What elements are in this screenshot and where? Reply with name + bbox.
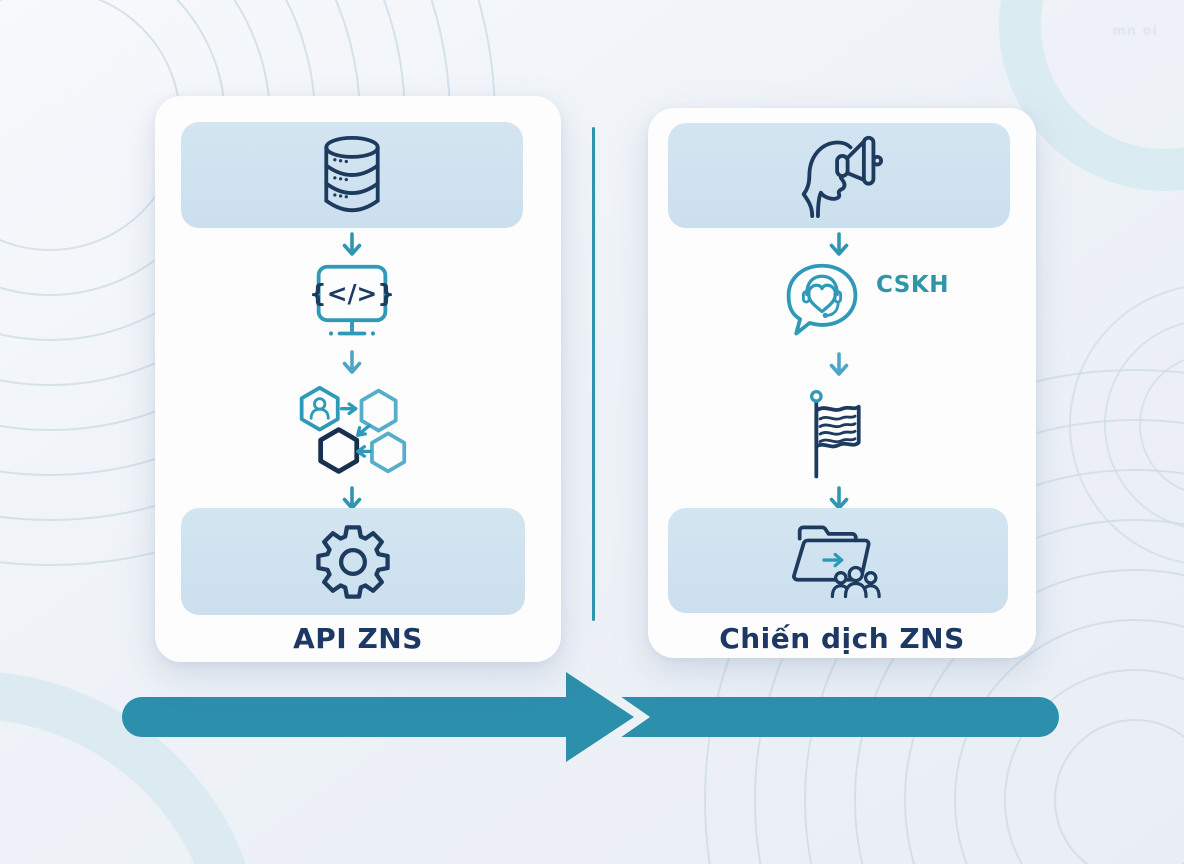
customer-care-chat-icon bbox=[786, 263, 858, 336]
card-label: Chiến dịch ZNS bbox=[719, 622, 965, 655]
watermark-text: mn oi bbox=[1112, 24, 1158, 39]
flag-icon bbox=[809, 390, 861, 479]
campaign-zns-card: CSKH bbox=[648, 108, 1036, 658]
cskh-label: CSKH bbox=[876, 272, 949, 298]
down-arrow-icon bbox=[342, 350, 362, 374]
gear-icon bbox=[316, 524, 390, 599]
code-monitor-icon: {</>} bbox=[309, 264, 395, 336]
announcement-box bbox=[668, 123, 1010, 228]
workflow-hexagons-icon bbox=[299, 385, 407, 474]
card-label: API ZNS bbox=[293, 622, 423, 655]
processing-box bbox=[181, 508, 525, 615]
head-megaphone-icon bbox=[801, 135, 883, 218]
folder-users-icon bbox=[792, 524, 881, 598]
vertical-divider bbox=[592, 127, 595, 621]
code-glyph: {</>} bbox=[309, 279, 395, 308]
campaign-delivery-box bbox=[668, 508, 1008, 613]
down-arrow-icon bbox=[342, 232, 362, 256]
down-arrow-icon bbox=[829, 232, 849, 256]
down-arrow-icon bbox=[829, 352, 849, 376]
source-data-box bbox=[181, 122, 523, 228]
database-icon bbox=[324, 135, 380, 213]
api-zns-card: {</>} bbox=[155, 96, 561, 662]
